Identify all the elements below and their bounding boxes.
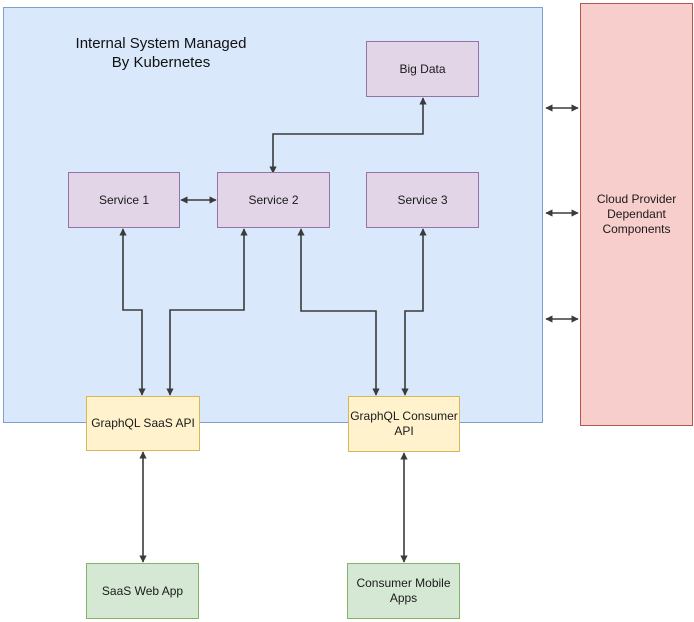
service-1-label: Service 1 bbox=[98, 192, 150, 207]
big-data-label: Big Data bbox=[399, 61, 446, 76]
saas-web-app-node: SaaS Web App bbox=[86, 563, 199, 619]
saas-web-app-label: SaaS Web App bbox=[101, 583, 184, 598]
consumer-mobile-apps-node: Consumer Mobile Apps bbox=[347, 563, 460, 619]
cloud-provider-box: Cloud Provider Dependant Components bbox=[580, 3, 693, 426]
graphql-consumer-api-label: GraphQL Consumer API bbox=[350, 409, 458, 438]
consumer-mobile-apps-label: Consumer Mobile Apps bbox=[356, 576, 451, 605]
service-3-node: Service 3 bbox=[366, 172, 479, 228]
graphql-saas-api-node: GraphQL SaaS API bbox=[86, 396, 200, 451]
service-1-node: Service 1 bbox=[68, 172, 180, 228]
service-2-label: Service 2 bbox=[248, 192, 299, 207]
graphql-consumer-api-node: GraphQL Consumer API bbox=[348, 396, 460, 452]
service-3-label: Service 3 bbox=[397, 192, 448, 207]
kubernetes-container-title: Internal System Managed By Kubernetes bbox=[75, 35, 247, 71]
service-2-node: Service 2 bbox=[217, 172, 330, 228]
graphql-saas-api-label: GraphQL SaaS API bbox=[91, 416, 195, 430]
big-data-node: Big Data bbox=[366, 41, 479, 97]
cloud-provider-label: Cloud Provider Dependant Components bbox=[596, 192, 677, 236]
